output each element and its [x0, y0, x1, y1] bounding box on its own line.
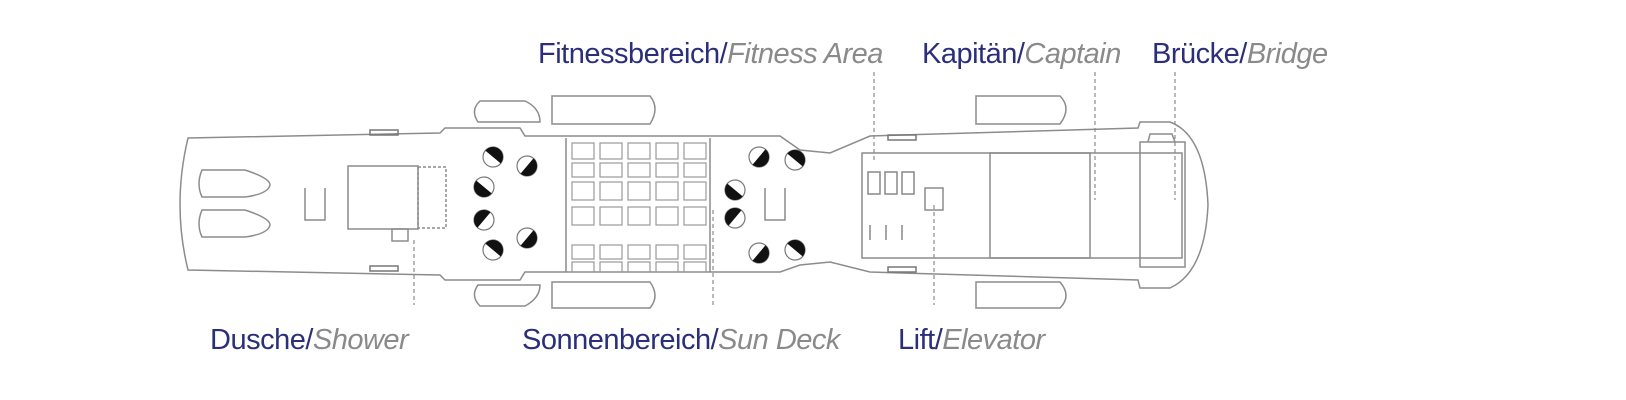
hull-outline	[179, 121, 1209, 289]
bistro-table	[748, 242, 770, 264]
label-elevator: Lift/Elevator	[898, 324, 1045, 356]
label-captain: Kapitän/Captain	[922, 38, 1121, 70]
bistro-table	[784, 239, 806, 261]
gym-equipment	[867, 171, 915, 240]
forward-stair-frame	[764, 188, 786, 221]
bistro-table	[516, 155, 538, 177]
lifeboat-bottom-right	[975, 281, 1067, 309]
aft-stair-frame	[304, 188, 326, 221]
label-fitness-area: Fitnessbereich/Fitness Area	[538, 38, 883, 70]
bistro-table	[784, 149, 806, 171]
bridge-top	[1147, 133, 1176, 143]
wheelhouse	[861, 152, 1183, 259]
lifeboat-bottom-mid	[551, 281, 656, 309]
label-bridge: Brücke/Bridge	[1152, 38, 1328, 70]
bistro-table	[516, 227, 538, 249]
lifeboat-bottom-left	[473, 284, 541, 307]
bistro-table	[473, 209, 495, 231]
bistro-table	[482, 239, 504, 261]
railing-marks	[369, 129, 917, 273]
aft-boat-bottom	[198, 209, 271, 238]
shower-cabin	[417, 166, 447, 229]
aft-boat-top	[198, 169, 271, 198]
lifeboat-top-right	[975, 95, 1067, 125]
bistro-table	[482, 146, 504, 168]
label-sun-deck: Sonnenbereich/Sun Deck	[522, 324, 840, 356]
bridge-console	[1139, 141, 1186, 268]
elevator-shaft	[924, 187, 944, 211]
bistro-table	[748, 146, 770, 168]
captain-cabin	[989, 152, 1091, 259]
bistro-table	[473, 176, 495, 198]
bistro-tables	[473, 146, 806, 264]
sun-loungers	[571, 142, 707, 273]
aft-pavilion	[347, 165, 419, 230]
shower-step	[391, 228, 409, 242]
bistro-table	[724, 207, 746, 229]
lifeboat-top-mid	[551, 95, 656, 125]
lifeboat-top-left	[473, 100, 541, 123]
label-shower: Dusche/Shower	[210, 324, 409, 356]
bistro-table	[724, 179, 746, 201]
